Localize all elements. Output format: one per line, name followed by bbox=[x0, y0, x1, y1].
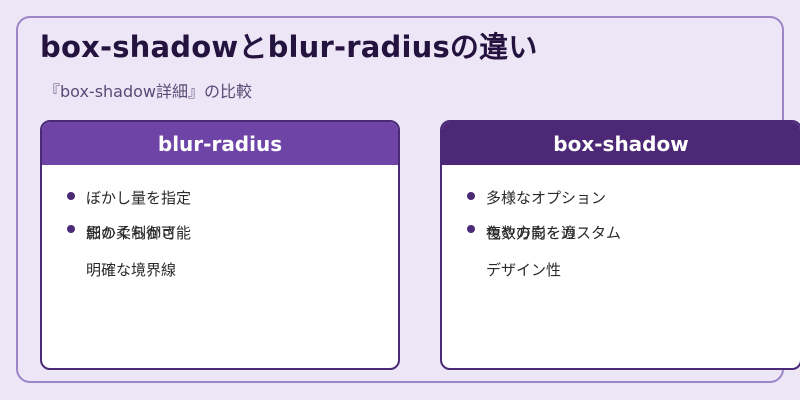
card-blur-radius: blur-radius ぼかし量を指定 影の柔らかさ 細かく制御可能 明確な境界… bbox=[40, 120, 400, 370]
page-subtitle: 『box-shadow詳細』の比較 bbox=[44, 82, 253, 101]
page-title: box-shadowとblur-radiusの違い bbox=[40, 30, 538, 64]
list-item: デザイン性 bbox=[486, 261, 562, 279]
list-item: 細かく制御可能 bbox=[86, 224, 192, 242]
bullet-icon bbox=[467, 225, 475, 233]
list-item: 影の柔らかさ bbox=[86, 224, 177, 242]
bullet-icon bbox=[67, 225, 75, 233]
list-item: 明確な境界線 bbox=[86, 261, 177, 279]
list-item: 複数の影を適 bbox=[486, 224, 577, 242]
card-box-shadow: box-shadow 多様なオプション 色や方向をカスタム 複数の影を適 デザイ… bbox=[440, 120, 800, 370]
list-item: 色や方向をカスタム bbox=[486, 224, 622, 242]
card-header: blur-radius bbox=[42, 122, 398, 165]
card-header: box-shadow bbox=[442, 122, 800, 165]
list-item: 多様なオプション bbox=[486, 189, 607, 207]
card-list: 多様なオプション 色や方向をカスタム 複数の影を適 デザイン性 bbox=[442, 165, 800, 368]
card-list: ぼかし量を指定 影の柔らかさ 細かく制御可能 明確な境界線 bbox=[42, 165, 398, 368]
bullet-icon bbox=[467, 192, 475, 200]
list-item: ぼかし量を指定 bbox=[86, 189, 192, 207]
bullet-icon bbox=[67, 192, 75, 200]
